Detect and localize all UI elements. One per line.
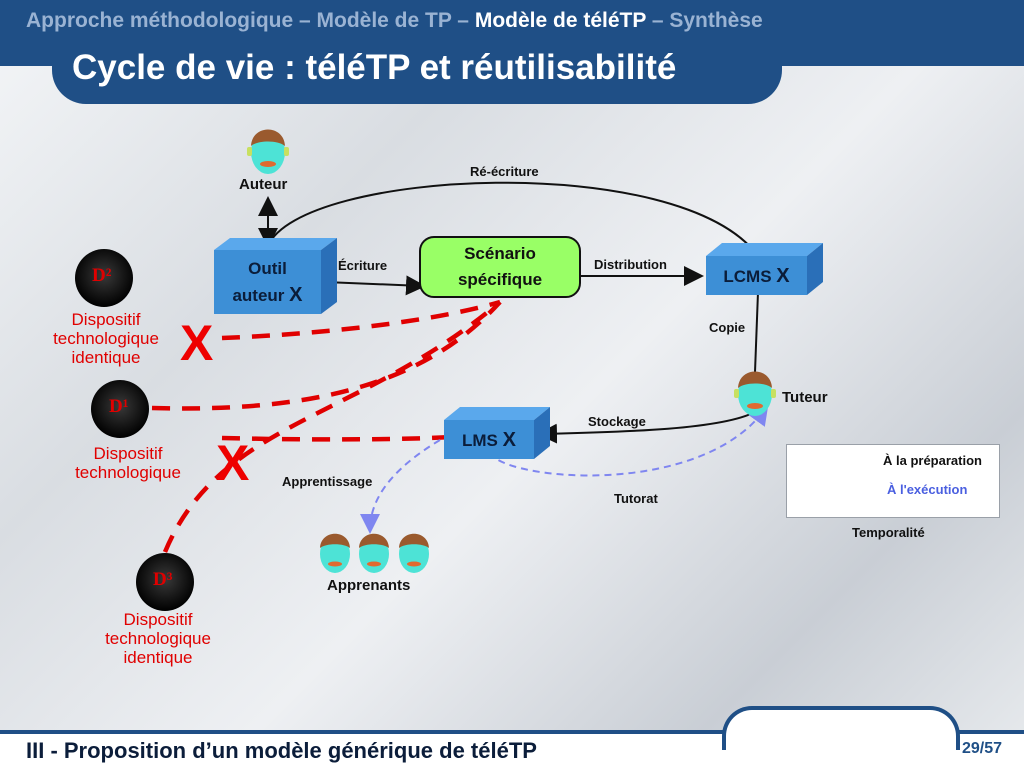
- red-x-mark: X: [180, 315, 214, 371]
- execution-links: [360, 404, 769, 534]
- apprenant-face-icon: [359, 533, 389, 573]
- red-dashed-links: [151, 299, 502, 553]
- d3-badge-text: D³: [153, 569, 173, 590]
- preparation-links: [252, 181, 759, 444]
- d2-badge-circle: [75, 249, 133, 307]
- x-mark: X: [289, 284, 303, 306]
- legend-execution: À l'exécution: [887, 482, 968, 497]
- d1-label-line: Dispositif: [93, 444, 163, 463]
- lms-label: LMS X: [444, 427, 534, 454]
- edge-label-copie: Copie: [709, 320, 746, 335]
- scenario-label: Scénario spécifique: [420, 241, 580, 293]
- d2-label: Dispositif technologique identique: [40, 310, 172, 367]
- d2-label-line: technologique: [53, 329, 159, 348]
- x-mark: X: [502, 429, 516, 451]
- d2-badge-text: D²: [92, 265, 112, 286]
- auteur-face-icon: [247, 129, 289, 174]
- apprenant-face-icon: [399, 533, 429, 573]
- d1-label-line: technologique: [75, 463, 181, 482]
- lms-box: [444, 407, 550, 459]
- page-sep: /: [979, 740, 985, 757]
- edge-label-stockage: Stockage: [588, 414, 646, 429]
- page-total: 57: [984, 740, 1003, 757]
- edge-label-ecriture: Écriture: [338, 258, 388, 273]
- legend-preparation: À la préparation: [883, 453, 982, 468]
- auteur-label: Auteur: [239, 176, 288, 193]
- edge-label-tutorat: Tutorat: [614, 491, 658, 506]
- outil-line: Outil: [248, 259, 287, 278]
- breadcrumb-part: Approche méthodologique – Modèle de TP –: [26, 9, 475, 32]
- footer-tab: [722, 706, 960, 750]
- d1-badge-circle: [91, 380, 149, 438]
- edge-label-distribution: Distribution: [594, 257, 667, 272]
- d1-label: Dispositif technologique: [62, 444, 194, 482]
- x-mark: X: [776, 265, 790, 287]
- apprenants-label: Apprenants: [327, 577, 411, 594]
- apprenant-face-icon: [320, 533, 350, 573]
- footer-text: III - Proposition d’un modèle générique …: [26, 738, 537, 763]
- scenario-node: [419, 236, 581, 298]
- lcms-label: LCMS X: [706, 263, 807, 290]
- lcms-box: [706, 243, 823, 295]
- d3-label-line: identique: [123, 648, 193, 667]
- scenario-line: spécifique: [457, 270, 543, 289]
- d3-badge-circle: [136, 553, 194, 611]
- title-tab: Cycle de vie : téléTP et réutilisabilité: [52, 40, 782, 104]
- d3-label: Dispositif technologique identique: [92, 610, 224, 667]
- page-number: 29/57: [962, 740, 1002, 758]
- lms-text: LMS: [462, 431, 498, 450]
- d2-label-line: identique: [71, 348, 141, 367]
- legend-title: Temporalité: [852, 525, 925, 540]
- outil-auteur-label: Outil auteur X: [214, 256, 321, 309]
- outil-auteur-box: [214, 238, 337, 314]
- page-current: 29: [962, 740, 980, 757]
- d3-label-line: technologique: [105, 629, 211, 648]
- edge-label-apprentissage: Apprentissage: [282, 474, 373, 489]
- legend-box: À la préparation À l'exécution: [786, 444, 1000, 518]
- breadcrumb-current: Modèle de téléTP: [474, 9, 646, 32]
- d2-label-line: Dispositif: [71, 310, 141, 329]
- scenario-line: Scénario: [464, 244, 536, 263]
- tuteur-label: Tuteur: [782, 389, 828, 406]
- d3-label-line: Dispositif: [123, 610, 193, 629]
- tuteur-face-icon: [734, 371, 776, 416]
- lcms-text: LCMS: [723, 267, 772, 286]
- d1-badge-text: D¹: [109, 396, 129, 417]
- auteur-line: auteur: [232, 286, 285, 305]
- red-x-mark: X: [216, 435, 250, 491]
- edge-label-reecriture: Ré-écriture: [470, 164, 539, 179]
- breadcrumb: Approche méthodologique – Modèle de TP –…: [26, 9, 763, 33]
- page-title: Cycle de vie : téléTP et réutilisabilité: [72, 48, 677, 87]
- breadcrumb-part: – Synthèse: [646, 9, 763, 32]
